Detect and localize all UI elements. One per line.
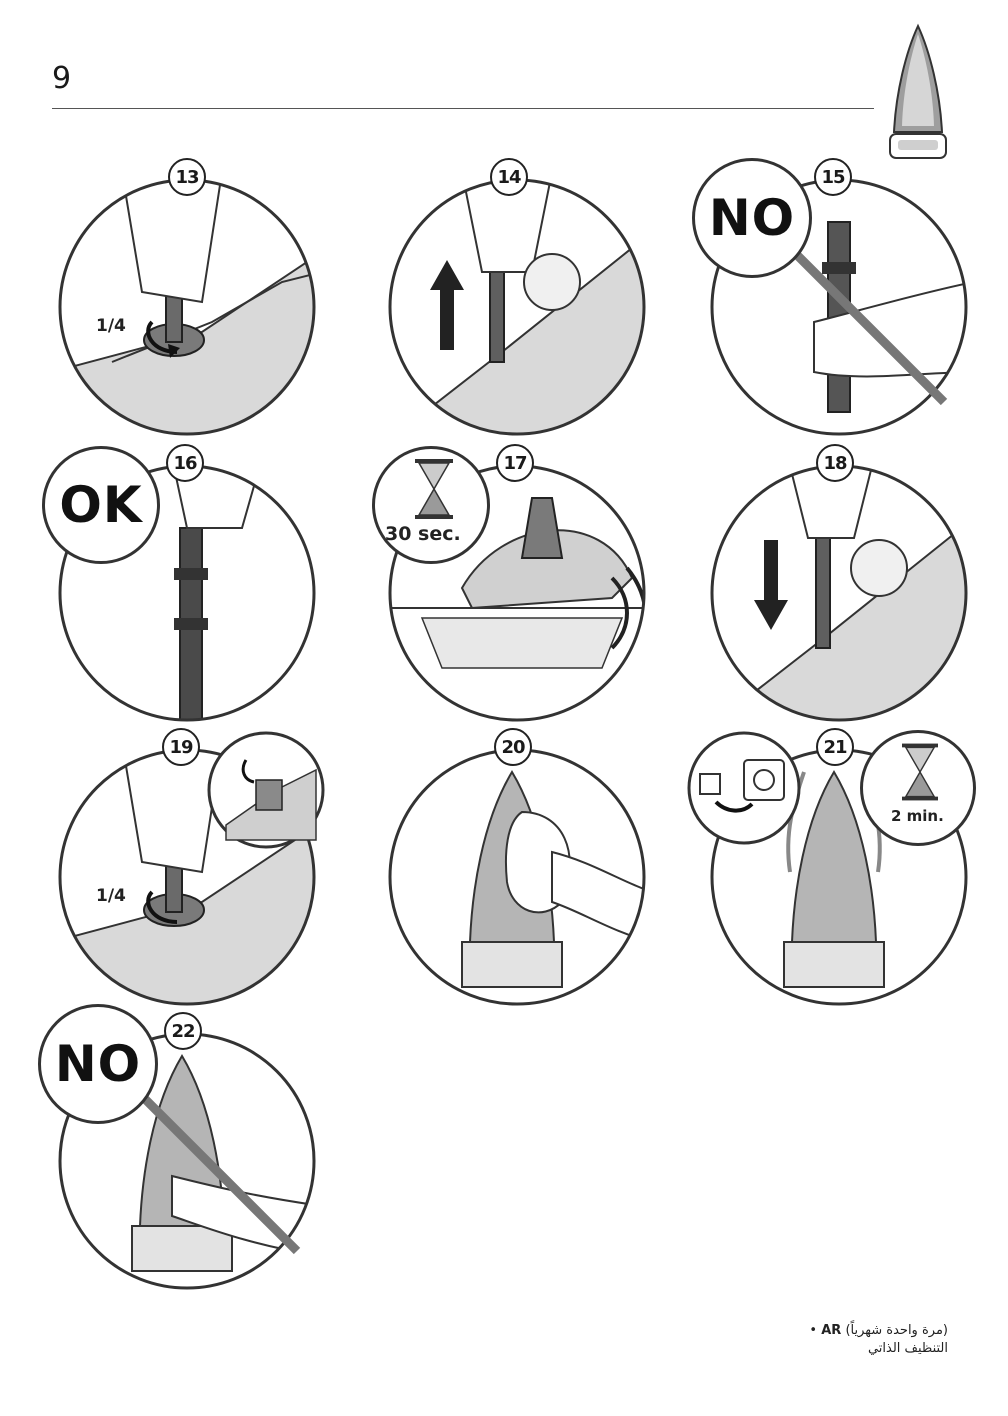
footer-bullet: • [809,1323,817,1338]
ok-callout: OK [42,446,160,564]
timer-callout: 30 sec. [372,446,490,564]
iron-icon [882,22,954,162]
page-number: 9 [52,62,71,96]
step-20: 20 [382,742,652,1012]
plug-socket-icon [686,730,802,846]
timer-callout: 2 min. [860,730,976,846]
quarter-turn-label: 1/4 [96,886,126,906]
step-17: 30 sec. 17 [382,458,652,728]
step-14: 14 [382,172,652,442]
step-15: NO 15 [704,172,974,442]
step-number-badge: 16 [166,444,204,482]
header-rule [52,108,874,109]
hourglass-icon [902,743,938,801]
footer-arabic-line-1: (مرة واحدة شهرياً) [845,1323,948,1338]
timer-label: 30 sec. [385,523,461,545]
timer-label: 2 min. [891,807,944,825]
step-number-badge: 15 [814,158,852,196]
footer-language-note: • AR (مرة واحدة شهرياً) التنظيف الذاتي [809,1322,948,1358]
footer-lang-code: AR [821,1323,841,1338]
inset-callout [206,730,326,850]
footer-line-1: • AR (مرة واحدة شهرياً) [809,1322,948,1340]
step-number-badge: 19 [162,728,200,766]
step-13: 13 1/4 [52,172,322,442]
step-number-badge: 21 [816,728,854,766]
arrow-up-icon [430,260,464,350]
no-callout: NO [38,1004,158,1124]
quarter-turn-label: 1/4 [96,316,126,336]
step-21: 2 min. 21 [704,742,974,1012]
arrow-down-icon [754,540,788,630]
step-number-badge: 14 [490,158,528,196]
step-number-badge: 20 [494,728,532,766]
step-19: 19 1/4 [52,742,322,1012]
no-callout: NO [692,158,812,278]
step-number-badge: 18 [816,444,854,482]
step-number-badge: 13 [168,158,206,196]
step-number-badge: 17 [496,444,534,482]
step-number-badge: 22 [164,1012,202,1050]
step-18: 18 [704,458,974,728]
step-22: NO 22 [52,1026,322,1296]
footer-arabic-line-2: التنظيف الذاتي [809,1340,948,1358]
hourglass-icon [415,459,453,519]
step-16: OK 16 [52,458,322,728]
